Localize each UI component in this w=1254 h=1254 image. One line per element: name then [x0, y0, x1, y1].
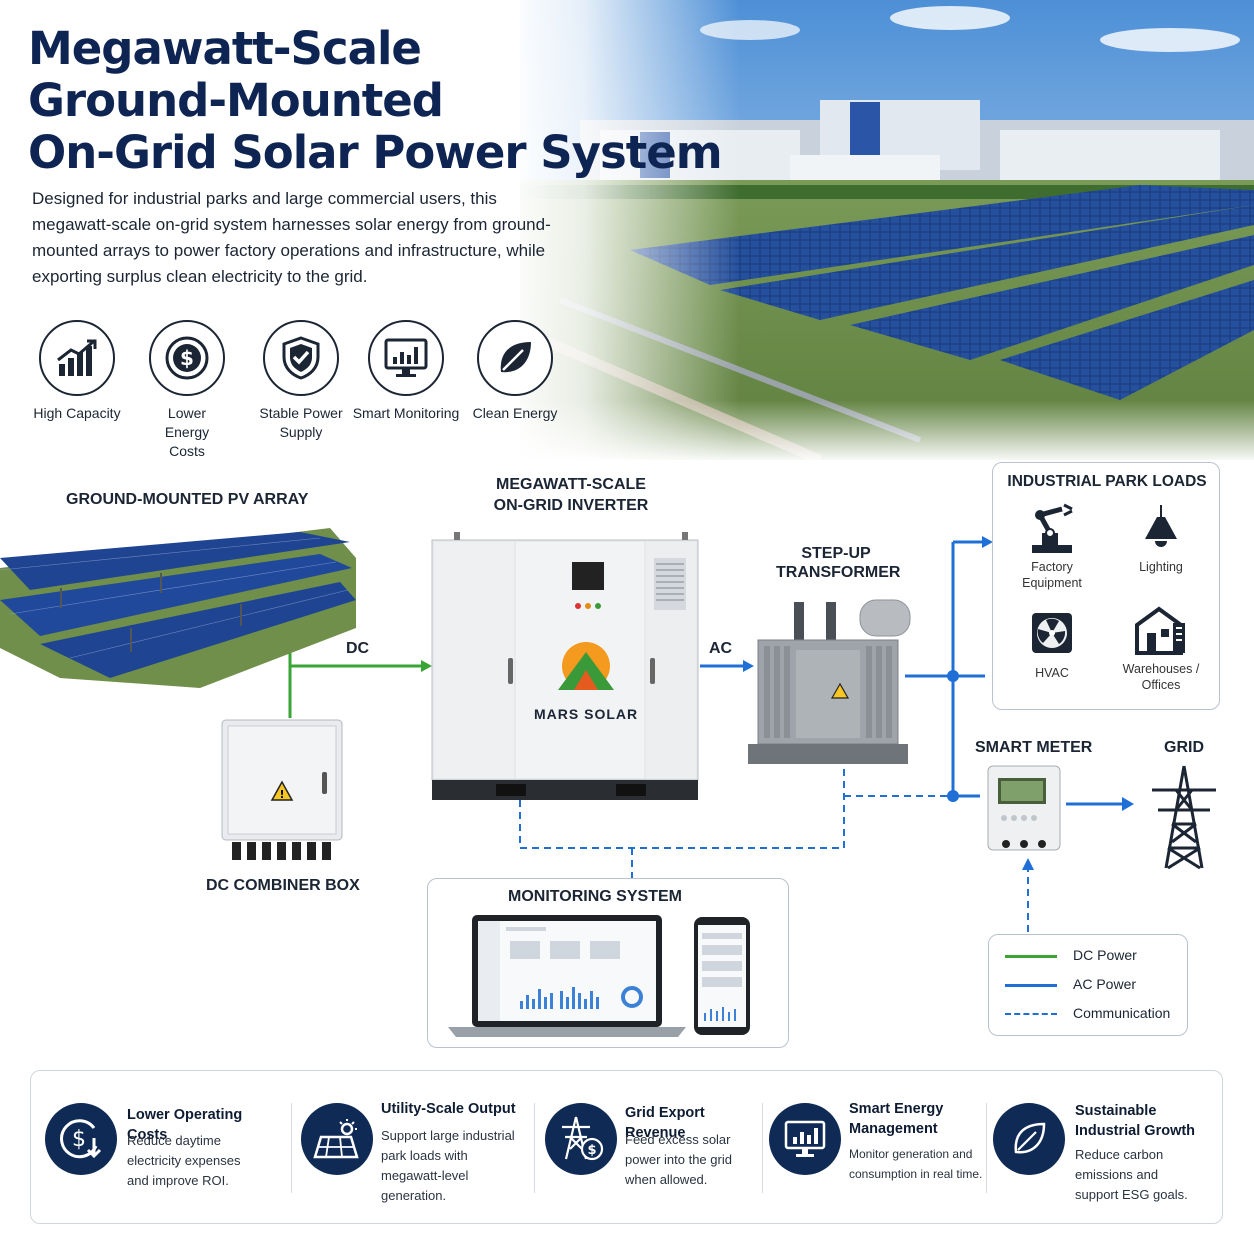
- benefit-title: Grid Export Revenue: [625, 1105, 705, 1141]
- dc-combiner-box-image: !: [221, 719, 343, 860]
- page-title-line-1: Megawatt-Scale: [28, 22, 422, 75]
- feature-label: Lower Energy Costs: [164, 405, 210, 459]
- benefit-utility-scale-output: Utility-Scale Output Support large indus…: [299, 1071, 535, 1225]
- tower-dollar-icon: $: [545, 1103, 617, 1175]
- inverter-cabinet-image: [431, 532, 699, 800]
- legend-ac-swatch: [1005, 984, 1057, 987]
- ac-line-label: AC: [709, 640, 733, 657]
- benefit-title: Lower Operating Costs: [127, 1107, 243, 1143]
- leaf-icon: [993, 1103, 1065, 1175]
- feature-label: High Capacity: [33, 405, 121, 421]
- monitor-chart-icon: [368, 320, 444, 396]
- pv-array-label: GROUND-MOUNTED PV ARRAY: [66, 491, 309, 508]
- legend-panel: DC Power AC Power Communication: [988, 934, 1188, 1036]
- inverter-label-line-2: ON-GRID INVERTER: [493, 497, 649, 514]
- smart-meter-label: SMART METER: [975, 739, 1093, 756]
- inverter-label: MEGAWATT-SCALE ON-GRID INVERTER: [471, 474, 671, 516]
- benefit-smart-energy-management: Smart Energy Management Monitor generati…: [769, 1071, 987, 1225]
- legend-dc-label: DC Power: [1073, 947, 1137, 963]
- benefit-description: Support large industrial park loads with…: [381, 1128, 515, 1203]
- shield-check-icon: [263, 320, 339, 396]
- load-lighting: Lighting: [1111, 503, 1211, 575]
- load-hvac: HVAC: [1002, 609, 1102, 681]
- inverter-brand-text: MARS SOLAR: [534, 706, 639, 722]
- benefit-grid-export-revenue: $ Grid Export Revenue Feed excess solar …: [543, 1071, 769, 1225]
- pendant-lamp-icon: [1145, 505, 1177, 547]
- load-warehouses-offices: Warehouses / Offices: [1111, 605, 1211, 693]
- feature-smart-monitoring: Smart Monitoring: [351, 320, 461, 423]
- divider: [291, 1103, 292, 1193]
- legend-comm-label: Communication: [1073, 1005, 1171, 1021]
- dollar-down-icon: $: [45, 1103, 117, 1175]
- legend-ac-label: AC Power: [1073, 976, 1137, 992]
- feature-label: Smart Monitoring: [352, 405, 460, 421]
- inverter-label-line-1: MEGAWATT-SCALE: [496, 476, 646, 493]
- feature-label: Stable Power Supply: [259, 405, 343, 440]
- warehouse-icon: [1135, 606, 1185, 655]
- benefit-title: Sustainable Industrial Growth: [1075, 1103, 1196, 1139]
- load-label: Lighting: [1139, 560, 1183, 574]
- monitoring-panel: MONITORING SYSTEM: [427, 878, 789, 1048]
- intro-paragraph: Designed for industrial parks and large …: [32, 189, 551, 286]
- benefit-lower-operating-costs: $ Lower Operating Costs Reduce daytime e…: [31, 1071, 281, 1225]
- page-title-line-3: On-Grid Solar Power System: [28, 126, 723, 179]
- feature-high-capacity: High Capacity: [22, 320, 132, 423]
- growth-chart-icon: [39, 320, 115, 396]
- monitoring-title: MONITORING SYSTEM: [508, 888, 682, 905]
- industrial-loads-panel: INDUSTRIAL PARK LOADS Factory Equipment …: [992, 462, 1220, 710]
- svg-text:$: $: [180, 346, 194, 370]
- divider: [534, 1103, 535, 1193]
- robot-arm-icon: [1032, 503, 1073, 553]
- legend-comm-swatch: [1005, 1013, 1057, 1015]
- load-factory-equipment: Factory Equipment: [1002, 503, 1102, 591]
- legend-dc-swatch: [1005, 955, 1057, 958]
- benefit-description: Reduce carbon emissions and support ESG …: [1075, 1147, 1188, 1202]
- benefit-title: Smart Energy Management: [849, 1101, 944, 1137]
- benefits-strip: $ Lower Operating Costs Reduce daytime e…: [30, 1070, 1223, 1224]
- grid-label: GRID: [1164, 739, 1204, 756]
- benefit-title: Utility-Scale Output: [381, 1101, 516, 1117]
- dollar-coin-icon: $: [149, 320, 225, 396]
- feature-label: Clean Energy: [472, 405, 558, 421]
- monitor-chart-icon: [769, 1103, 841, 1175]
- divider: [986, 1103, 987, 1193]
- pv-array-image: [0, 528, 356, 688]
- smart-meter-image: [987, 765, 1061, 851]
- dc-line-label: DC: [346, 640, 370, 657]
- load-label: HVAC: [1035, 666, 1069, 680]
- transmission-tower-icon: [1152, 765, 1216, 870]
- benefit-sustainable-industrial-growth: Sustainable Industrial Growth Reduce car…: [993, 1071, 1223, 1225]
- benefit-description: Monitor generation and consumption in re…: [849, 1147, 983, 1181]
- benefit-description: Reduce daytime electricity expenses and …: [127, 1133, 241, 1188]
- svg-text:$: $: [72, 1127, 86, 1152]
- loads-title: INDUSTRIAL PARK LOADS: [1007, 473, 1207, 490]
- step-up-transformer-image: [748, 599, 911, 764]
- leaf-icon: [477, 320, 553, 396]
- transformer-label-line-1: STEP-UP: [801, 545, 871, 562]
- divider: [762, 1103, 763, 1193]
- page-title-line-2: Ground-Mounted: [28, 74, 444, 127]
- benefit-description: Feed excess solar power into the grid wh…: [625, 1132, 732, 1187]
- fan-icon: [1032, 613, 1072, 653]
- load-label: Factory Equipment: [1022, 560, 1082, 590]
- feature-stable-power-supply: Stable Power Supply: [246, 320, 356, 442]
- solar-panel-sun-icon: [301, 1103, 373, 1175]
- monitoring-devices-image: [448, 915, 750, 1037]
- transformer-label-line-2: TRANSFORMER: [776, 564, 901, 581]
- svg-text:!: !: [279, 788, 284, 801]
- transformer-label: STEP-UP TRANSFORMER: [776, 544, 901, 582]
- hero-fade-bottom: [520, 400, 1254, 470]
- svg-text:$: $: [587, 1143, 596, 1158]
- load-label: Warehouses / Offices: [1122, 662, 1200, 692]
- feature-lower-energy-costs: $ Lower Energy Costs: [132, 320, 242, 461]
- dc-combiner-label: DC COMBINER BOX: [206, 877, 360, 894]
- feature-clean-energy: Clean Energy: [460, 320, 570, 423]
